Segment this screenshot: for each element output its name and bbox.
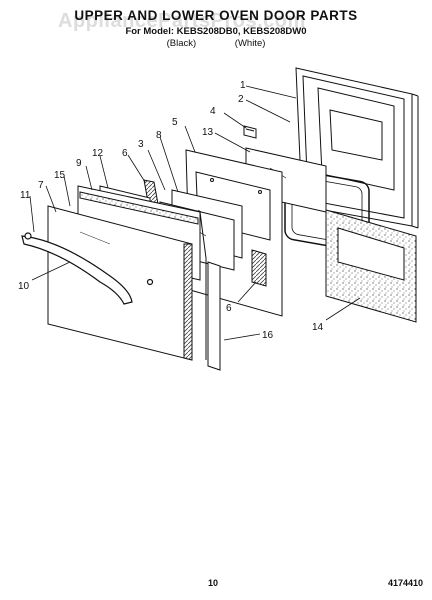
callout-8: 8 [156, 130, 162, 141]
callout-11: 11 [20, 190, 31, 201]
model-line: For Model: KEBS208DB0, KEBS208DW0 [125, 26, 307, 37]
callout-3: 3 [138, 139, 144, 150]
part-4-clip [243, 125, 257, 139]
part-14-insulation [325, 209, 417, 323]
callout-6a: 6 [122, 148, 128, 159]
document-code: 4174410 [388, 578, 424, 588]
color-white: (White) [234, 38, 266, 49]
callout-9: 9 [76, 158, 82, 169]
callout-7: 7 [38, 180, 44, 191]
callout-14: 14 [312, 322, 324, 333]
watermark: AppliancePartsPros.com [58, 10, 306, 32]
callout-1: 1 [240, 80, 246, 91]
callout-16: 16 [262, 330, 274, 341]
page-number: 10 [208, 578, 219, 588]
color-black: (Black) [166, 38, 197, 49]
diagram-title: UPPER AND LOWER OVEN DOOR PARTS [74, 8, 358, 23]
callout-12: 12 [92, 148, 104, 159]
leader-lines [29, 85, 361, 341]
part-7-door-front [47, 205, 193, 361]
part-10-handle [21, 232, 154, 305]
callout-5: 5 [172, 117, 178, 128]
callout-10: 10 [18, 281, 30, 292]
color-line: (Black) (White) [0, 38, 432, 49]
part-16-trim-strip [207, 261, 221, 371]
callout-15: 15 [54, 170, 66, 181]
callout-2: 2 [238, 94, 244, 105]
callout-6b: 6 [226, 303, 232, 314]
callout-4: 4 [210, 106, 216, 117]
part-6-hinge-lower [251, 249, 267, 287]
callout-13: 13 [202, 127, 214, 138]
